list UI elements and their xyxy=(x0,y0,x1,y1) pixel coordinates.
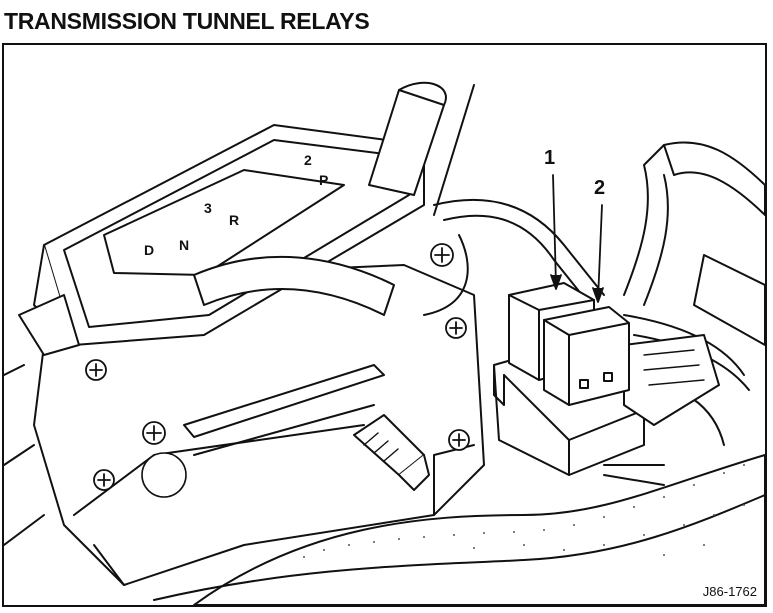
diagram-title: TRANSMISSION TUNNEL RELAYS xyxy=(4,8,370,34)
callout-1: 1 xyxy=(544,147,556,169)
floor-edge xyxy=(153,494,765,601)
threaded-stud xyxy=(353,414,430,491)
plate-slot xyxy=(183,364,385,438)
screw xyxy=(85,243,470,491)
shifter-letter: D xyxy=(144,242,154,258)
shift-lever xyxy=(368,81,475,216)
shifter-housing xyxy=(18,124,425,356)
shifter-letter: 3 xyxy=(204,200,212,216)
illustration-frame: D N R P 2 3 1 2 J86-1762 xyxy=(2,43,767,607)
harness-upper xyxy=(663,141,765,216)
relay-2 xyxy=(543,306,630,406)
shifter-letter: R xyxy=(229,212,239,228)
shifter-letter: N xyxy=(179,237,189,253)
shifter-letter: 2 xyxy=(304,152,312,168)
relay-illustration: D N R P 2 3 xyxy=(4,81,765,605)
carpet-stipple xyxy=(303,464,745,558)
wiring-connector xyxy=(623,334,720,426)
callout-2: 2 xyxy=(594,177,606,199)
dial xyxy=(141,452,187,498)
wiring-harness xyxy=(423,144,750,486)
carpet-tunnel xyxy=(193,454,765,605)
figure-id: J86-1762 xyxy=(702,584,757,599)
callout-leaders xyxy=(550,174,604,303)
shifter-letter: P xyxy=(319,172,328,188)
shifter-boot xyxy=(193,255,395,316)
